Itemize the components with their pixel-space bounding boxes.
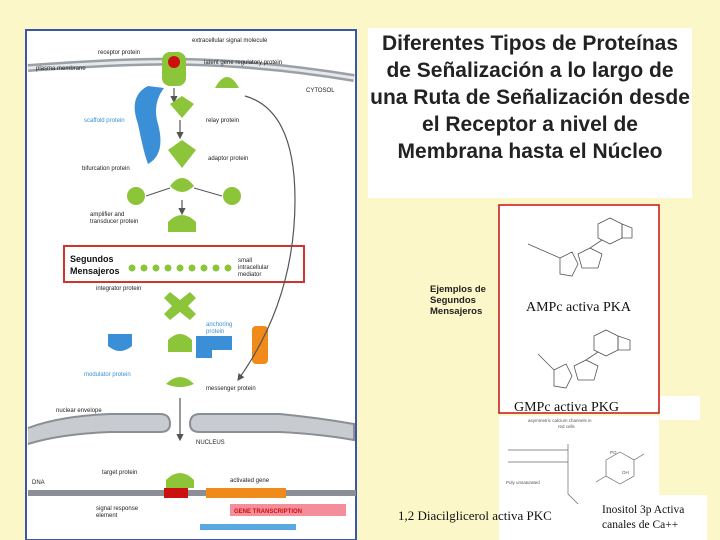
nuclear-envelope <box>27 413 355 445</box>
label-nucleus: NUCLEUS <box>196 440 225 446</box>
dna-strand <box>28 488 356 498</box>
gene-transcription-bar <box>230 504 346 516</box>
integrator-protein <box>164 292 196 320</box>
ip3-phosphate-label: PO <box>610 450 617 455</box>
second-messenger-structures: asymmetric calcium channels in red cells… <box>498 204 660 540</box>
caption-gmpc: GMPc activa PKG <box>514 400 619 415</box>
ampc-structure <box>527 217 633 277</box>
label-target-protein: target protein <box>102 470 137 476</box>
label-modulator-protein: modulator protein <box>84 372 131 378</box>
dag-heading-1: asymmetric calcium channels in <box>528 418 592 423</box>
caption-ampc: AMPc activa PKA <box>526 300 631 315</box>
plasma-membrane <box>27 57 355 82</box>
label-anchoring-2: protein <box>206 329 224 335</box>
bifurcation-protein <box>127 178 241 205</box>
gmpc-caption-backdrop <box>660 396 700 420</box>
label-amplifier-1: amplifier and <box>90 212 124 218</box>
adaptor-protein-shape <box>168 140 196 168</box>
label-messenger-protein: messenger protein <box>206 386 256 392</box>
label-small-3: mediator <box>238 272 261 278</box>
modulator-protein <box>108 334 132 351</box>
signaling-pathway-figure: extracellular signal molecule receptor p… <box>25 29 357 540</box>
mediator-dots <box>128 264 232 272</box>
label-latent-gene-regulatory: latent gene regulatory protein <box>204 60 282 66</box>
examples-label: Ejemplos de Segundos Mensajeros <box>430 284 486 317</box>
scaffold-protein <box>134 86 164 164</box>
label-extracellular-signal: extracellular signal molecule <box>192 38 268 44</box>
green-protein-mid <box>168 334 192 352</box>
cyclic-nucleotide-panel <box>498 204 660 414</box>
ip3-caption-backdrop <box>592 495 707 540</box>
dag-structure <box>508 444 579 505</box>
label-scaffold-protein: scaffold protein <box>84 118 125 124</box>
figure-frame <box>25 29 357 540</box>
target-protein <box>166 473 194 488</box>
label-small-1: small <box>238 258 252 264</box>
dag-heading-2: red cells <box>558 424 576 429</box>
title-box: Diferentes Tipos de Proteínas de Señaliz… <box>368 28 692 198</box>
label-receptor-protein: receptor protein <box>98 50 140 56</box>
latent-gene-regulatory-protein <box>215 77 239 88</box>
label-mensajeros: Mensajeros <box>70 266 120 276</box>
label-adaptor-protein: adaptor protein <box>208 156 248 162</box>
label-plasma-membrane: plasma membrane <box>36 66 86 72</box>
caption-ip3: Inositol 3p Activa canales de Ca++ <box>602 504 685 531</box>
segundos-mensajeros-box <box>63 245 305 283</box>
label-amplifier-2: transducer protein <box>90 219 138 225</box>
label-anchoring-1: anchoring <box>206 322 232 328</box>
label-bifurcation-protein: bifurcation protein <box>82 166 130 172</box>
label-relay-protein: relay protein <box>206 118 239 124</box>
gmpc-structure <box>537 329 631 389</box>
signal-molecule <box>168 56 180 68</box>
page-title: Diferentes Tipos de Proteínas de Señaliz… <box>370 32 690 163</box>
ip3-structure <box>595 451 645 485</box>
label-dna: DNA <box>32 480 45 486</box>
receptor-protein <box>162 52 186 86</box>
label-nuclear-envelope: nuclear envelope <box>56 408 102 414</box>
label-signal-response-1: signal response <box>96 506 139 512</box>
caption-dag: 1,2 Diacilglicerol activa PKC <box>398 508 552 523</box>
label-cytosol: CYTOSOL <box>306 88 335 94</box>
ip3-oh-label: OH <box>622 470 629 475</box>
label-signal-response-2: element <box>96 513 118 519</box>
label-integrator-protein: integrator protein <box>96 286 141 292</box>
label-gene-transcription: GENE TRANSCRIPTION <box>234 509 302 515</box>
relay-protein-shape <box>170 96 194 118</box>
poly-unsat-label: Poly unsaturated <box>506 480 540 485</box>
label-segundos: Segundos <box>70 254 114 264</box>
label-small-2: intracellular <box>238 265 269 271</box>
rna-bar <box>200 524 296 530</box>
label-activated-gene: activated gene <box>230 478 270 484</box>
latent-path-arrow <box>237 95 296 381</box>
messenger-protein <box>166 377 194 387</box>
amplifier-transducer-protein <box>168 215 196 232</box>
